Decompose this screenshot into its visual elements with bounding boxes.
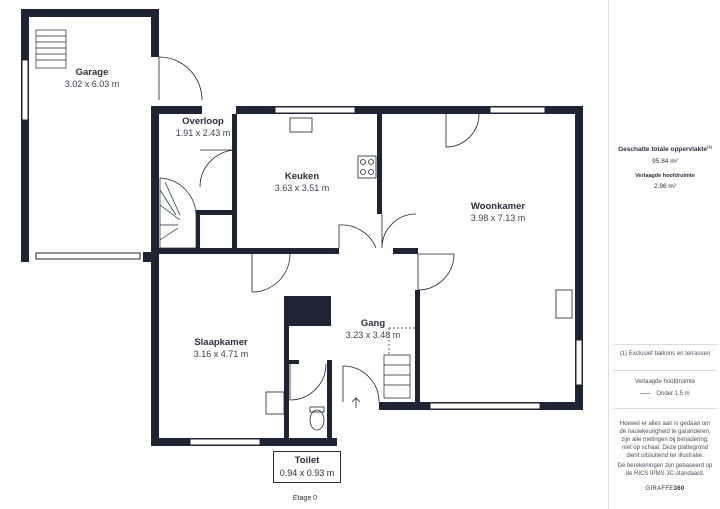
slaapkamer-dims: 3.16 x 4.71 m — [194, 349, 249, 359]
woonkamer-name: Woonkamer — [471, 201, 526, 212]
overloop-dims: 1.91 x 2.43 m — [176, 128, 231, 138]
garage-dims: 3.02 x 6.03 m — [65, 79, 120, 89]
toilet-name: Toilet — [294, 455, 320, 466]
overloop-name: Overloop — [182, 116, 224, 127]
info-panel: Geschatte totale oppervlakte(1) 95.84 m²… — [608, 0, 720, 509]
windows — [21, 59, 583, 446]
legend-item-label: Onder 1.5 m — [656, 391, 690, 397]
gang-name: Gang — [361, 318, 385, 329]
garage-name: Garage — [76, 67, 109, 78]
standard-note: De berekeningen zijn gebaseerd op de RIC… — [617, 463, 713, 477]
woonkamer-dims: 3.98 x 7.13 m — [471, 213, 526, 223]
total-area-sup: (1) — [706, 144, 712, 149]
fixtures — [265, 117, 573, 431]
toilet-label-box: Toilet 0.94 x 0.93 m — [273, 451, 341, 483]
legend-line-icon — [640, 392, 651, 394]
reduced-value: 2.96 m² — [653, 183, 677, 191]
disclaimer: Hoewel er alles aan is gedaan om de nauw… — [619, 421, 711, 459]
brand-a: GIRAFFE — [645, 486, 674, 492]
brand-logo: GIRAFFE360 — [613, 486, 717, 492]
total-area: Geschatte totale oppervlakte(1) 95.84 m²… — [613, 144, 717, 190]
legend-title: Verlaagde hoofdruimte — [634, 379, 696, 385]
slaapkamer-name: Slaapkamer — [194, 337, 248, 348]
legend-item: Onder 1.5 m — [613, 390, 717, 398]
total-area-value: 95.84 m² — [652, 158, 678, 166]
floor-label: Etage 0 — [293, 495, 317, 502]
keuken-dims: 3.63 x 3.51 m — [275, 183, 330, 193]
stairs — [35, 29, 415, 399]
toilet-dims: 0.94 x 0.93 m — [279, 468, 335, 478]
doors — [158, 56, 480, 403]
reduced-title: Verlaagde hoofdruimte — [635, 173, 695, 180]
footnote: (1) Exclusief balkons en terrassen — [619, 351, 711, 357]
floor-plan: Garage 3.02 x 6.03 m Overloop 1.91 x 2.4… — [21, 9, 583, 502]
keuken-name: Keuken — [285, 171, 320, 182]
total-area-title: Geschatte totale oppervlakte — [618, 146, 707, 154]
gang-dims: 3.23 x 3.48 m — [346, 330, 401, 340]
brand-b: 360 — [673, 486, 685, 492]
